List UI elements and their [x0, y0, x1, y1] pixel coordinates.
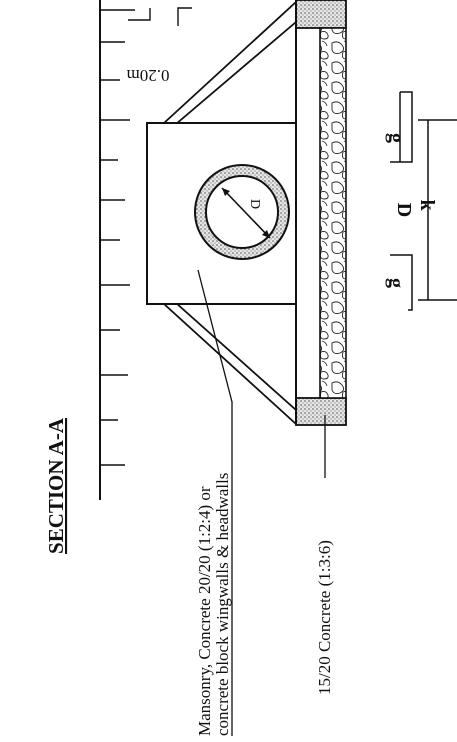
footing-block-bottom [295, 397, 347, 426]
rubble-bedding [319, 27, 347, 399]
section-title: SECTION A-A [44, 417, 68, 554]
dim-g-left: g [385, 278, 407, 288]
dim-g-right: g [385, 133, 407, 143]
base-callout: 15/20 Concrete (1:3:6) [315, 540, 334, 695]
footing-block-top [295, 0, 347, 29]
dim-D: D [393, 203, 415, 217]
pipe [194, 164, 290, 260]
pipe-diameter-label: D [247, 199, 262, 209]
dim-k: k [416, 199, 438, 211]
masonry-callout-line2: concrete block wingwalls & headwalls [213, 473, 232, 736]
dim-row-k [418, 119, 457, 301]
dim-row-gdg [390, 91, 413, 311]
masonry-callout-line1: Mansonry, Concrete 20/20 (1:2:4) or [195, 486, 214, 736]
dim-0-20m-label: 0.20m [127, 66, 170, 85]
wingwall-top [146, 0, 297, 125]
dim-0-20m [128, 7, 192, 26]
masonry-leader [197, 269, 233, 736]
embankment-boundary [99, 0, 135, 500]
